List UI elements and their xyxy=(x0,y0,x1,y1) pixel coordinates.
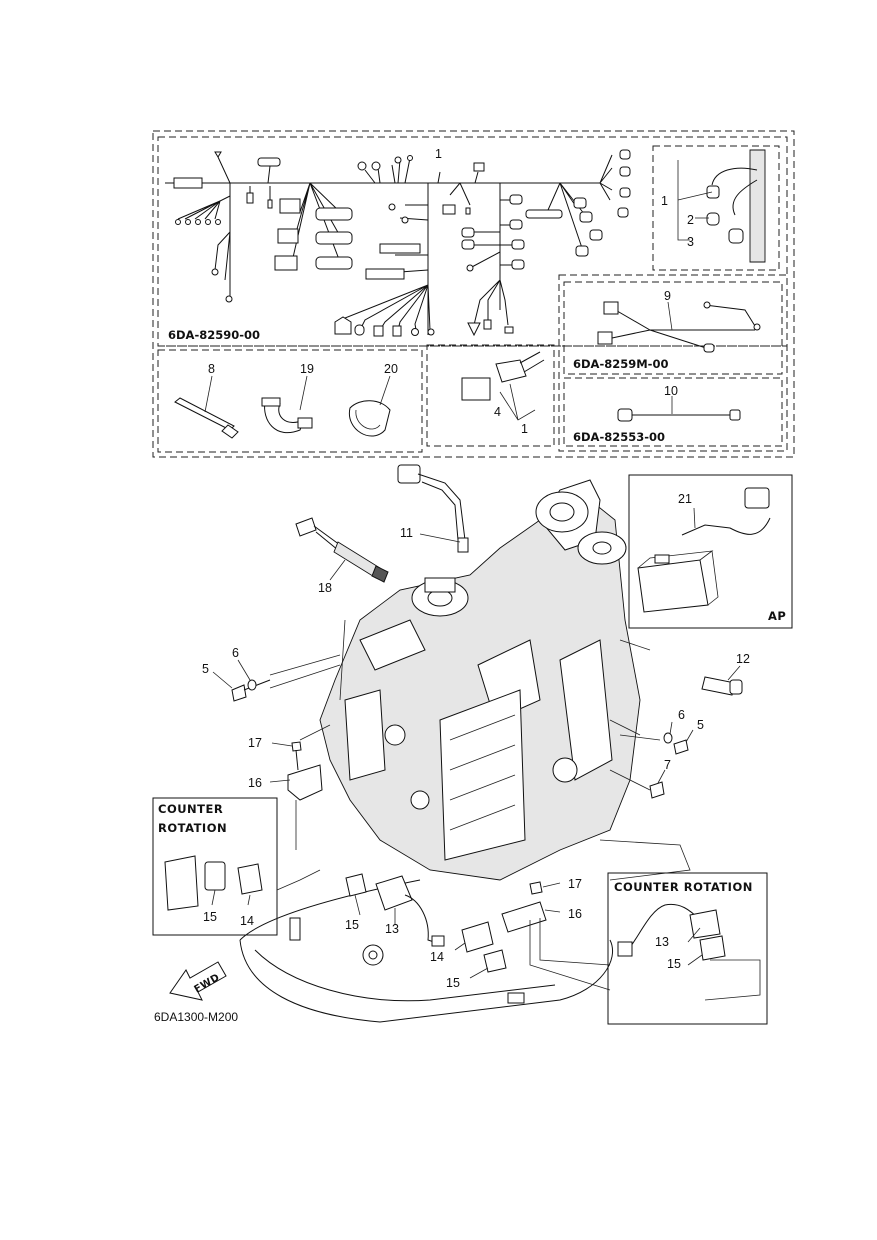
callout-20: 20 xyxy=(384,362,398,376)
counter-rotation-inset-left xyxy=(152,797,321,936)
kit-code-main: 6DA-82590-00 xyxy=(168,328,260,342)
callout-numbers: 1 1 2 3 9 8 19 20 10 4 1 21 11 18 6 12 5… xyxy=(202,147,750,990)
callout-8: 8 xyxy=(208,362,215,376)
switch-14-assembly xyxy=(454,881,611,991)
callout-15-bottom: 15 xyxy=(446,976,460,990)
callout-11: 11 xyxy=(400,526,413,540)
counter-rotation-right: COUNTER ROTATION xyxy=(614,880,753,894)
callout-2: 2 xyxy=(687,213,694,227)
harness-connectors xyxy=(173,149,631,337)
callout-4: 4 xyxy=(494,405,501,419)
fwd-arrow xyxy=(169,961,227,1001)
callout-21: 21 xyxy=(678,492,692,506)
callout-10: 10 xyxy=(664,384,678,398)
callout-14-inset-left: 14 xyxy=(240,914,254,928)
sub-harness-9 xyxy=(597,301,761,353)
callout-6-left: 6 xyxy=(232,646,239,660)
callout-16-left: 16 xyxy=(248,776,262,790)
sensor-11 xyxy=(397,464,469,553)
callout-1-relay: 1 xyxy=(521,422,528,436)
callout-6-right: 6 xyxy=(678,708,685,722)
relay-set xyxy=(461,351,545,421)
callout-9: 9 xyxy=(664,289,671,303)
counter-rotation-left-line1: COUNTER xyxy=(158,802,223,816)
callout-5-right: 5 xyxy=(697,718,704,732)
kit-code-9: 6DA-8259M-00 xyxy=(573,357,668,371)
bracket-16-left xyxy=(269,741,323,850)
counter-rotation-left-line2: ROTATION xyxy=(158,821,227,835)
kit-code-10: 6DA-82553-00 xyxy=(573,430,665,444)
sensor-cluster-inset xyxy=(677,149,766,263)
callout-1-sensor: 1 xyxy=(661,194,668,208)
callout-13-center: 13 xyxy=(385,922,399,936)
harness-kit-frame xyxy=(152,130,795,458)
callout-5-left: 5 xyxy=(202,662,209,676)
callout-1-main: 1 xyxy=(435,147,442,161)
accessory-package-inset xyxy=(628,474,793,629)
callout-12: 12 xyxy=(736,652,750,666)
callout-19: 19 xyxy=(300,362,314,376)
kit-code-labels: 6DA-82590-00 6DA-8259M-00 6DA-82553-00 6… xyxy=(154,328,668,1024)
ap-label: AP xyxy=(768,609,786,623)
engine-block xyxy=(299,479,651,881)
inset-titles: AP COUNTER ROTATION COUNTER ROTATION FWD xyxy=(158,609,786,995)
callout-15-center: 15 xyxy=(345,918,359,932)
sensor-12 xyxy=(701,665,743,696)
callout-15-inset-right: 15 xyxy=(667,957,681,971)
callout-15-inset-left: 15 xyxy=(203,910,217,924)
clamp-parts xyxy=(174,375,391,439)
callout-16-right: 16 xyxy=(568,907,582,921)
callout-17-left: 17 xyxy=(248,736,262,750)
callout-7: 7 xyxy=(664,758,671,772)
fasteners xyxy=(212,654,694,799)
callout-13-inset-right: 13 xyxy=(655,935,669,949)
callout-18: 18 xyxy=(318,581,332,595)
fwd-label: FWD xyxy=(192,972,221,995)
callout-14-center: 14 xyxy=(430,950,444,964)
sub-harness-10 xyxy=(617,396,741,422)
figure-code: 6DA1300-M200 xyxy=(154,1010,238,1024)
sensor-18 xyxy=(295,517,389,583)
sensor-13-assembly xyxy=(345,873,445,947)
callout-3: 3 xyxy=(687,235,694,249)
counter-rotation-inset-right xyxy=(607,872,768,1025)
callout-17-right: 17 xyxy=(568,877,582,891)
